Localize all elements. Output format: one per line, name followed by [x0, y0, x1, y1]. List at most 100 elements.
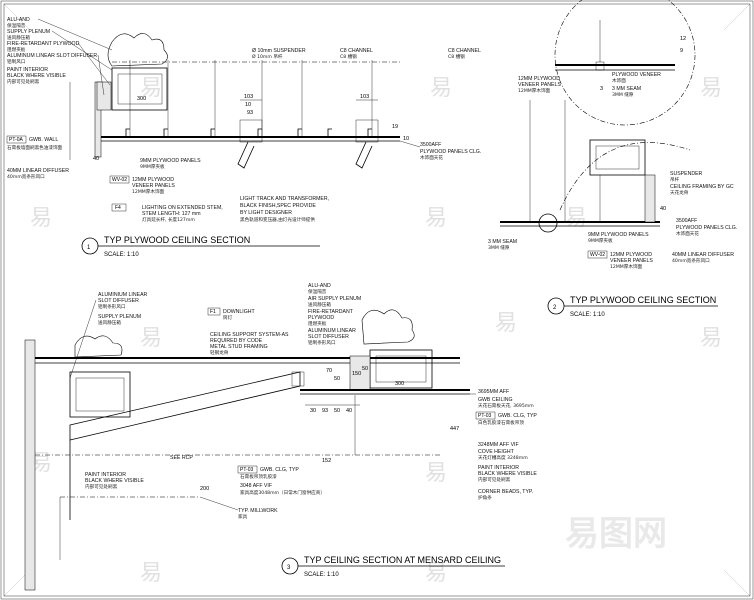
watermark-glyph: 易: [30, 206, 52, 231]
svg-text:12: 12: [680, 36, 686, 42]
svg-text:筒灯: 筒灯: [223, 314, 233, 321]
light-fixture-2: [355, 141, 373, 169]
note-s3-3248aff: 3248MM AFF VIF: [478, 442, 519, 448]
svg-text:3MM 缝隙: 3MM 缝隙: [488, 244, 510, 251]
note-3500aff: 3500AFF: [420, 142, 441, 148]
svg-text:天花石膏板天花, 3695mm: 天花石膏板天花, 3695mm: [478, 402, 534, 409]
svg-text:护角条: 护角条: [478, 494, 492, 501]
watermark-glyph: 易: [700, 326, 722, 351]
svg-text:阻燃夹板: 阻燃夹板: [7, 46, 26, 53]
note-s3-millwork: TYP. MILLWORK: [238, 508, 278, 514]
section-scale-2: SCALE: 1:10: [570, 312, 605, 318]
watermark-glyph: 易: [140, 326, 162, 351]
note-s3-3048aff: 3048 AFF VIF: [240, 483, 272, 489]
svg-text:BLACK WHERE VISIBLE: BLACK WHERE VISIBLE: [7, 73, 66, 79]
svg-text:石膏板墙面刷黑色油漆饰面: 石膏板墙面刷黑色油漆饰面: [7, 144, 63, 151]
note-s3-gwb-ceiling: GWB CEILING: [478, 397, 513, 403]
section-3-notes: ALUMINIUM LINEAR SLOT DIFFUSER 铝制条形风口 SU…: [69, 283, 537, 520]
svg-text:PLYWOOD: PLYWOOD: [308, 315, 334, 321]
svg-text:REQUIRED BY CODE: REQUIRED BY CODE: [210, 338, 263, 344]
note-alu-and: ALU-AND: [7, 17, 30, 23]
note-s2-seam: 3 MM SEAM: [612, 86, 641, 92]
note-s3-alu-linear: ALUMINIUM LINEAR: [98, 292, 148, 298]
svg-text:40: 40: [660, 206, 666, 212]
note-s3-air-supply: AIR SUPPLY PLENUM: [308, 296, 361, 302]
note-paint: PAINT INTERIOR: [7, 67, 48, 73]
tag-s3-f1: [207, 307, 221, 316]
svg-text:12MM厚木饰面: 12MM厚木饰面: [132, 188, 165, 195]
s3-insulation-right: [361, 309, 415, 345]
svg-text:家具: 家具: [238, 513, 248, 520]
note-gwb-wall: GWB. WALL: [29, 137, 58, 143]
note-s2-veneer-12: 12MM PLYWOOD: [610, 252, 652, 258]
svg-text:黑色轨道和变压器,由灯光设计师提供: 黑色轨道和变压器,由灯光设计师提供: [240, 216, 315, 223]
s3-dim-447: 447: [450, 426, 459, 432]
c8-channels: [125, 128, 372, 137]
svg-text:天花龙骨: 天花龙骨: [670, 189, 689, 196]
svg-text:轻钢龙骨: 轻钢龙骨: [210, 349, 229, 356]
note-s3-downlight: DOWNLIGHT: [223, 309, 256, 315]
svg-text:Ø 10mm 吊杆: Ø 10mm 吊杆: [252, 53, 283, 60]
svg-text:BLACK WHERE VISIBLE: BLACK WHERE VISIBLE: [85, 478, 144, 484]
dim-300: 300: [137, 96, 146, 102]
svg-text:家具高度3048mm（日常木门窗供应商）: 家具高度3048mm（日常木门窗供应商）: [240, 489, 325, 496]
watermark-glyph: 易: [565, 206, 587, 231]
tag-s3-pt-03b: [237, 465, 258, 474]
note-lighting: LIGHTING ON EXTENDED STEM,: [142, 205, 223, 211]
dim-19: 19: [392, 124, 398, 130]
svg-text:送风静压箱: 送风静压箱: [308, 301, 331, 308]
s3-dim-50: 50: [362, 366, 368, 372]
note-s3-support: CEILING SUPPORT SYSTEM-AS: [210, 332, 289, 338]
s3-dim-30: 30: [310, 408, 316, 414]
watermark-glyph: 易: [425, 561, 447, 586]
s3-insulation-left: [74, 335, 123, 358]
supply-plenum-box: [111, 67, 168, 111]
note-s2-veneer: 12MM PLYWOOD: [518, 76, 560, 82]
tag-f4: [111, 203, 127, 212]
note-s3-supply: SUPPLY PLENUM: [98, 314, 141, 320]
svg-text:3: 3: [600, 86, 603, 92]
svg-text:SLOT DIFFUSER: SLOT DIFFUSER: [308, 334, 349, 340]
note-veneer-12: 12MM PLYWOOD: [132, 177, 174, 183]
watermark-glyph: 易: [495, 311, 517, 336]
svg-text:STEM LENGTH: 127 mm: STEM LENGTH: 127 mm: [142, 211, 201, 217]
s3-plenum-left: [69, 371, 131, 418]
svg-text:内部可见处刷黑: 内部可见处刷黑: [7, 78, 40, 85]
s3-dim-50b: 50: [334, 408, 340, 414]
s3-dim-150: 150: [352, 371, 361, 377]
insulation-cloud: [107, 33, 168, 67]
watermark-logo: 易图网: [565, 514, 667, 554]
s3-dim-40: 40: [346, 408, 352, 414]
note-s2-plywood-veneer: PLYWOOD VENEER: [612, 72, 661, 78]
watermark-glyph: 易: [140, 76, 162, 101]
section-title-2: TYP PLYWOOD CEILING SECTION: [570, 295, 716, 305]
svg-text:木饰面: 木饰面: [612, 77, 626, 84]
watermark-layer: 易 易 易 易 易 易 易 易 易 易 易 易 易 易图网: [30, 76, 722, 586]
suspender-rods: [129, 60, 373, 137]
watermark-glyph: 易: [430, 76, 452, 101]
dim-103b: 103: [360, 94, 369, 100]
note-s3-alu-slot: ALUMINUM LINEAR: [308, 328, 356, 334]
note-s3-alu-and: ALU-AND: [308, 283, 331, 289]
dim-40: 40: [93, 156, 99, 162]
svg-text:铝制风口: 铝制风口: [7, 58, 26, 65]
svg-text:保温隔音: 保温隔音: [308, 288, 327, 295]
watermark-glyph: 易: [30, 451, 52, 476]
note-suspender: Ø 10mm SUSPENDER: [252, 48, 306, 54]
s3-downlight: [291, 371, 305, 387]
note-s3-paint: PAINT INTERIOR: [478, 465, 519, 471]
svg-text:40mm宽条形风口: 40mm宽条形风口: [7, 173, 45, 180]
svg-text:SLOT DIFFUSER: SLOT DIFFUSER: [98, 298, 139, 304]
svg-text:木饰面天花: 木饰面天花: [420, 154, 443, 161]
note-s3-corner: CORNER BEADS, TYP.: [478, 489, 533, 495]
note-s3-3695aff: 3695MM AFF: [478, 389, 509, 395]
svg-text:PT-0A: PT-0A: [9, 137, 24, 143]
note-fire-retardant: FIRE-RETARDANT PLYWOOD: [7, 41, 80, 47]
svg-text:9MM厚夹板: 9MM厚夹板: [140, 163, 165, 170]
svg-text:保温隔音: 保温隔音: [7, 22, 26, 29]
svg-text:送风静压箱: 送风静压箱: [98, 319, 121, 326]
watermark-glyph: 易: [140, 561, 162, 586]
note-s3-see-rcp: SEE RCP: [170, 455, 193, 461]
